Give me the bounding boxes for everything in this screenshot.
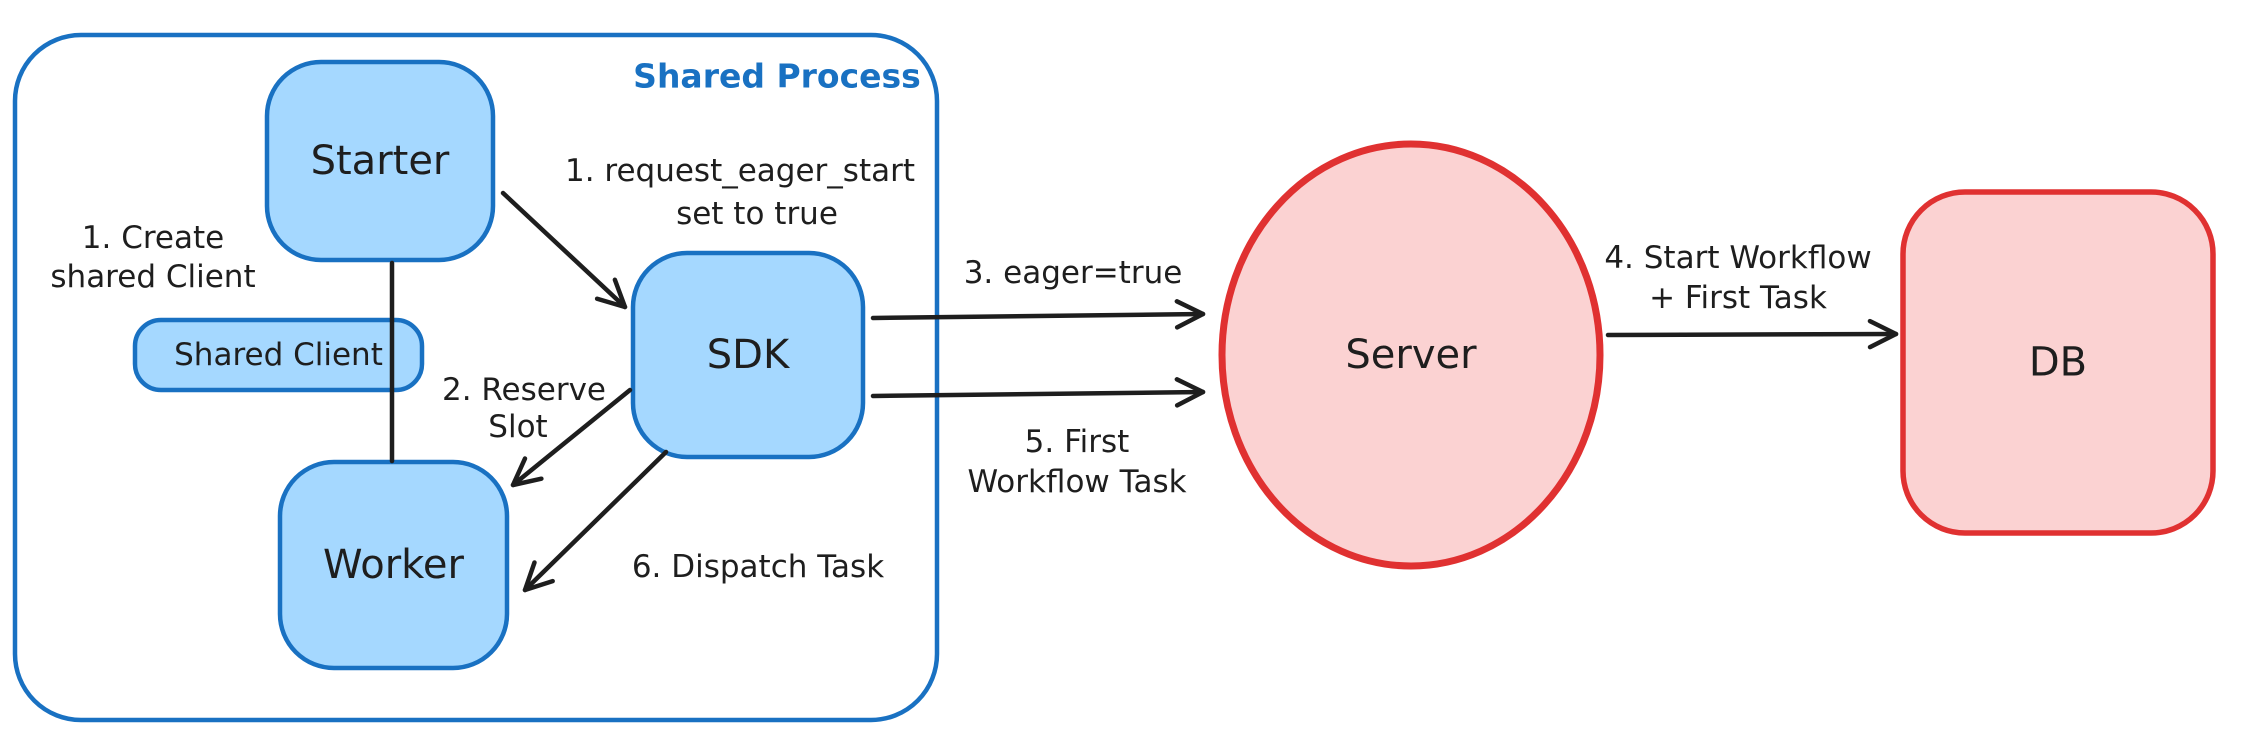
node-shared-client xyxy=(132,317,425,393)
label-dispatch-task: 6. Dispatch Task xyxy=(632,549,884,585)
node-server xyxy=(1218,140,1604,570)
label-first-workflow-task-line-2: Workflow Task xyxy=(967,464,1186,500)
label-start-workflow-line-2: + First Task xyxy=(1649,280,1827,316)
label-start-workflow-line-1: 4. Start Workflow xyxy=(1604,240,1871,276)
label-reserve-slot-line-1: 2. Reserve xyxy=(442,372,606,408)
node-shared-client-label: Shared Client xyxy=(174,337,383,373)
node-sdk xyxy=(630,250,866,460)
label-create-shared-client-line-2: shared Client xyxy=(50,259,255,295)
shared-process-title: Shared Process xyxy=(633,57,921,96)
label-eager-true: 3. eager=true xyxy=(964,255,1183,291)
sdk-to-worker-reserve-arrow xyxy=(510,387,633,488)
shared-process-frame xyxy=(12,32,940,723)
sdk-to-server-eager-arrow xyxy=(870,299,1206,330)
label-request-eager-start-line-2: set to true xyxy=(676,196,838,232)
sdk-to-server-task-arrow xyxy=(870,377,1206,408)
node-starter xyxy=(264,59,496,263)
node-sdk-label: SDK xyxy=(707,332,791,378)
label-create-shared-client-line-1: 1. Create xyxy=(82,220,224,256)
node-server-label: Server xyxy=(1345,332,1477,378)
label-request-eager-start-line-1: 1. request_eager_start xyxy=(565,153,915,189)
node-starter-label: Starter xyxy=(311,138,450,184)
node-worker-label: Worker xyxy=(323,542,464,588)
node-db-label: DB xyxy=(2029,340,2087,386)
sdk-to-worker-dispatch-arrow xyxy=(522,449,669,593)
label-first-workflow-task-line-1: 5. First xyxy=(1025,424,1130,460)
node-db xyxy=(1900,189,2216,536)
label-reserve-slot-line-2: Slot xyxy=(488,409,547,445)
starter-to-sdk-arrow xyxy=(500,190,628,310)
server-to-db-arrow xyxy=(1605,318,1899,350)
